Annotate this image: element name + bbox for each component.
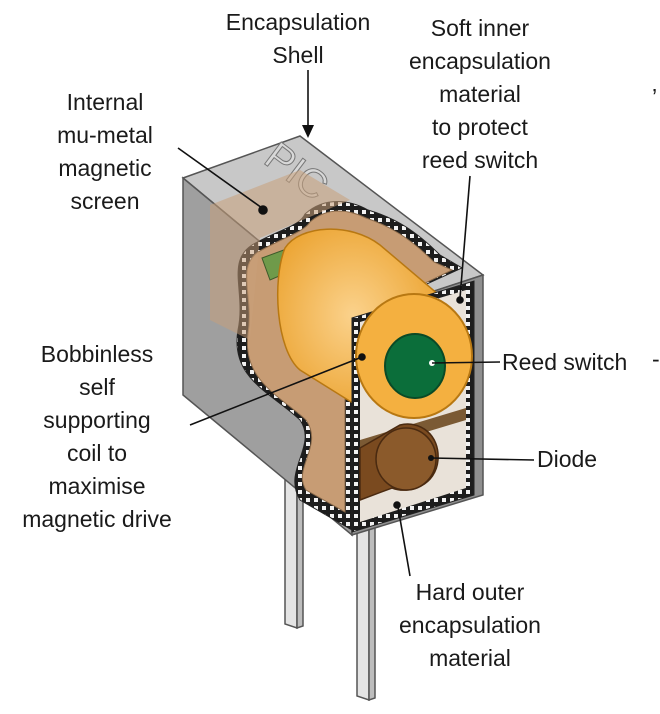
label-reed-switch: Reed switch [502,349,628,375]
leader-lines [177,70,535,577]
label-encapsulation-shell: Encapsulation Shell [225,9,371,68]
label-bobbinless-coil: Bobbinless self supporting coil to maxim… [22,341,172,532]
label-diode: Diode [537,446,598,472]
label-soft-inner: Soft inner encapsulation material to pro… [409,15,551,173]
mu-metal-band [210,170,350,238]
label-hard-outer: Hard outer encapsulation material [399,579,541,671]
reed-switch [384,333,446,399]
label-mu-metal: Internal mu-metal magnetic screen [57,89,153,214]
cutoff-fragment-mid: - [652,346,660,372]
cutoff-fragment-top: ’ [652,84,658,110]
